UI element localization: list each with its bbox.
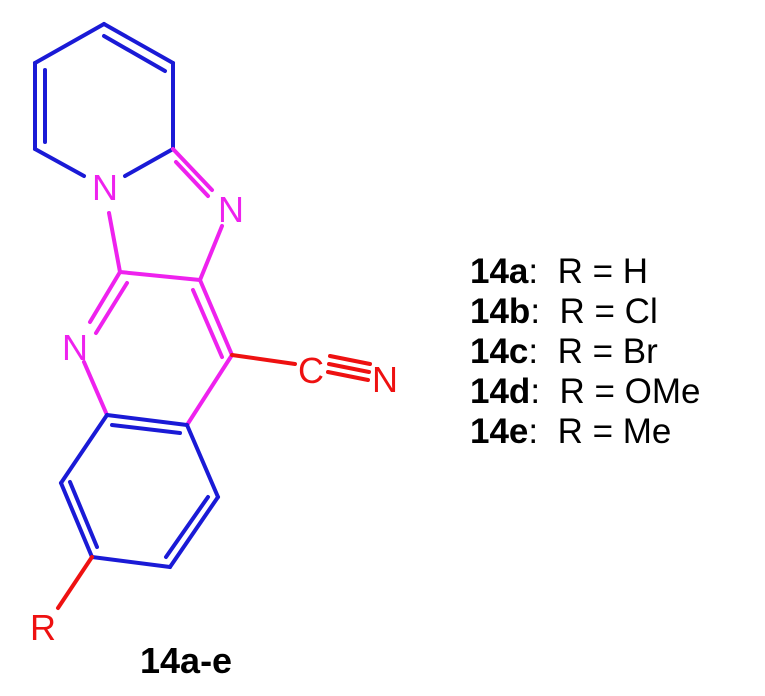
separator: : (530, 292, 541, 331)
bridgehead-n-label: N (92, 167, 118, 208)
substituent-text: R = H (557, 252, 649, 291)
substituent-text: R = Cl (559, 292, 658, 331)
legend-row: 14b: R = Cl (470, 292, 701, 332)
legend-row: 14a: R = H (470, 252, 701, 292)
substituent-legend: 14a: R = H 14b: R = Cl 14c: R = Br 14d: … (470, 252, 701, 452)
compound-caption: 14a-e (140, 640, 233, 681)
separator: : (530, 372, 541, 411)
separator: : (528, 252, 539, 291)
substituent-bonds (56, 353, 372, 610)
substituent-text: R = Br (557, 332, 658, 371)
nitrile-n-label: N (372, 359, 398, 400)
compound-id: 14a (470, 252, 529, 291)
compound-id: 14d (470, 372, 531, 411)
quinoline-n-label: N (62, 327, 88, 368)
legend-row: 14d: R = OMe (470, 372, 701, 412)
r-group-label: R (30, 607, 56, 648)
separator: : (528, 332, 539, 371)
compound-id: 14c (470, 332, 529, 371)
substituent-text: R = Me (557, 412, 672, 451)
legend-row: 14c: R = Br (470, 332, 701, 372)
pyridine-ring (33, 22, 175, 178)
imidazopyrimidine-core (82, 147, 234, 427)
separator: : (528, 412, 539, 451)
legend-row: 14e: R = Me (470, 412, 701, 452)
compound-id: 14b (470, 292, 531, 331)
imidazole-n-label: N (218, 189, 244, 230)
substituent-text: R = OMe (559, 372, 701, 411)
benzo-ring (59, 413, 220, 569)
compound-id: 14e (470, 412, 529, 451)
nitrile-c-label: C (298, 350, 324, 391)
